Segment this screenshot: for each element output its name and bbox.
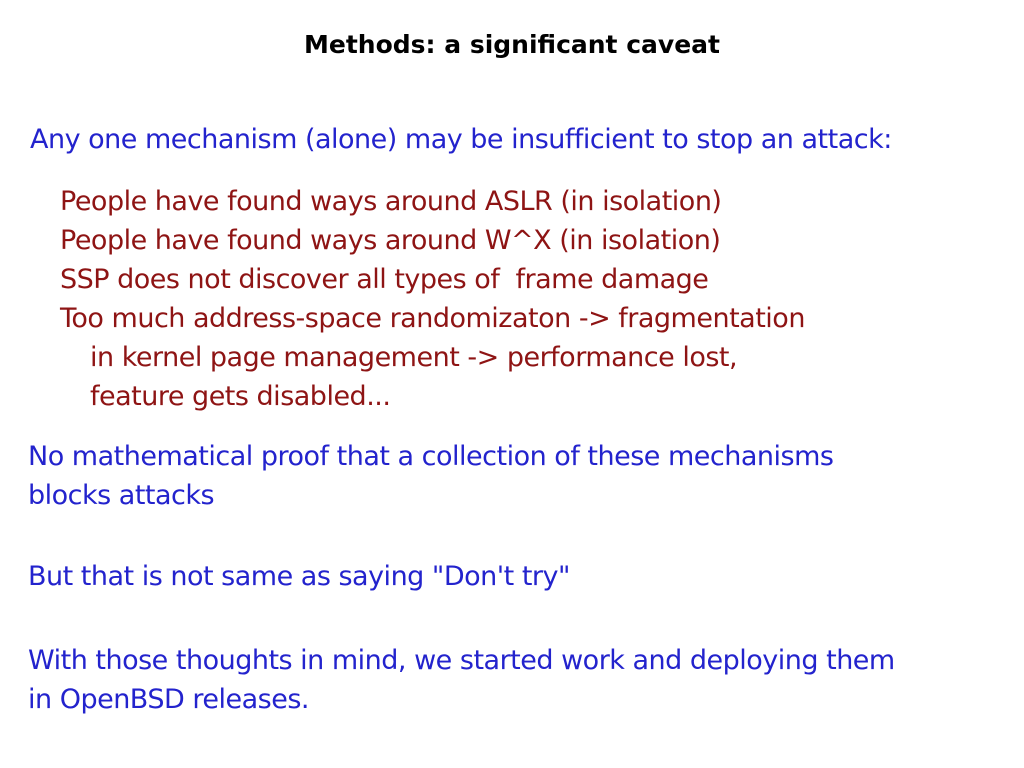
caveat-point-randomization: Too much address-space randomizaton -> f… <box>60 303 805 334</box>
paragraph-no-mathematical-proof: No mathematical proof that a collection … <box>28 441 834 511</box>
slide-title: Methods: a significant caveat <box>304 30 720 59</box>
paragraph-openbsd-deployment: With those thoughts in mind, we started … <box>28 645 895 715</box>
caveat-point-wx: People have found ways around W^X (in is… <box>60 225 721 256</box>
paragraph-dont-try: But that is not same as saying "Don't tr… <box>28 561 570 592</box>
caveat-point-aslr: People have found ways around ASLR (in i… <box>60 186 722 217</box>
caveat-point-feature-disabled: feature gets disabled... <box>90 381 391 412</box>
intro-statement: Any one mechanism (alone) may be insuffi… <box>30 124 892 155</box>
caveat-points-list: People have found ways around ASLR (in i… <box>0 182 1024 416</box>
caveat-point-ssp: SSP does not discover all types of frame… <box>60 264 709 295</box>
caveat-point-kernel-page: in kernel page management -> performance… <box>90 342 738 373</box>
